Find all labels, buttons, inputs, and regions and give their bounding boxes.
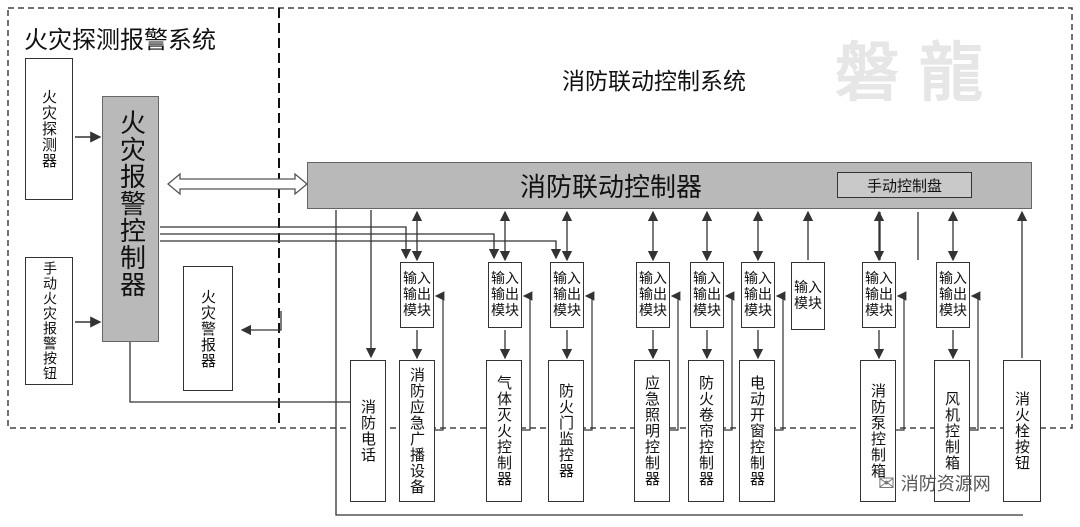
- io-module-label: 输入输出模块: [491, 271, 519, 319]
- io-module-label: 输入输出模块: [403, 271, 431, 319]
- io-module: 输入输出模块: [636, 262, 670, 328]
- fire-alarm-sounder-label: 火灾警报器: [199, 288, 217, 369]
- manual-control-panel-label: 手动控制盘: [866, 176, 942, 195]
- wechat-source: ✉ 消防资源网: [878, 470, 991, 496]
- io-module-label: 输入输出模块: [693, 271, 721, 319]
- io-module: 输入输出模块: [936, 262, 970, 328]
- linked-device-label: 防火卷帘控制器: [697, 375, 715, 487]
- linked-device-label: 防火门监控器: [557, 383, 575, 479]
- linked-device: 消防泵控制箱: [860, 360, 896, 502]
- io-module-label: 输入输出模块: [865, 271, 893, 319]
- linked-device: 消防应急广播设备: [399, 360, 435, 502]
- linked-device: 电动开窗控制器: [739, 360, 775, 502]
- fire-detector-label: 火灾探测器: [40, 89, 58, 169]
- io-module-label: 输入输出模块: [553, 271, 581, 319]
- right-system-title: 消防联动控制系统: [562, 69, 746, 95]
- wechat-source-label: 消防资源网: [900, 474, 991, 495]
- io-module: 输入输出模块: [488, 262, 522, 328]
- io-module: 输入输出模块: [690, 262, 724, 328]
- input-module: 输入模块: [791, 262, 825, 330]
- fire-detector-box: 火灾探测器: [25, 58, 73, 200]
- io-module: 输入输出模块: [741, 262, 775, 328]
- io-module: 输入输出模块: [400, 262, 434, 328]
- fire-alarm-controller: 火灾报警控制器: [102, 96, 159, 342]
- linked-device-label: 消防泵控制箱: [869, 383, 887, 479]
- linked-device-label: 应急照明控制器: [643, 375, 661, 487]
- linked-device: 应急照明控制器: [634, 360, 670, 502]
- fire-alarm-controller-label: 火灾报警控制器: [115, 109, 146, 298]
- manual-alarm-button-label: 手动火灾报警按钮: [41, 261, 57, 381]
- manual-control-panel: 手动控制盘: [837, 172, 972, 198]
- io-module-label: 输入输出模块: [639, 271, 667, 319]
- io-module-label: 输入模块: [794, 280, 822, 312]
- linked-device: 防火门监控器: [548, 360, 584, 502]
- linked-device-label: 气体灭火控制器: [495, 375, 513, 487]
- left-system-title: 火灾探测报警系统: [24, 26, 216, 54]
- fire-alarm-sounder: 火灾警报器: [183, 266, 233, 391]
- manual-alarm-button-box: 手动火灾报警按钮: [25, 257, 73, 385]
- io-module-label: 输入输出模块: [744, 271, 772, 319]
- linked-device: 气体灭火控制器: [486, 360, 522, 502]
- linked-device: 消防电话: [350, 360, 386, 502]
- watermark-logo: 磐龍: [835, 36, 1003, 111]
- linked-device: 防火卷帘控制器: [688, 360, 724, 502]
- io-module: 输入输出模块: [862, 262, 896, 328]
- io-module: 输入输出模块: [550, 262, 584, 328]
- io-module-label: 输入输出模块: [939, 271, 967, 319]
- linked-device: 消火栓按钮: [1003, 360, 1041, 502]
- linked-device-label: 风机控制箱: [943, 391, 961, 471]
- wechat-icon: ✉: [878, 471, 895, 495]
- linkage-controller-label: 消防联动控制器: [520, 173, 703, 203]
- linked-device-label: 消防电话: [359, 399, 377, 463]
- linked-device-label: 电动开窗控制器: [748, 375, 766, 487]
- linked-device-label: 消防应急广播设备: [408, 367, 426, 495]
- linked-device: 风机控制箱: [934, 360, 970, 502]
- linked-device-label: 消火栓按钮: [1013, 391, 1031, 471]
